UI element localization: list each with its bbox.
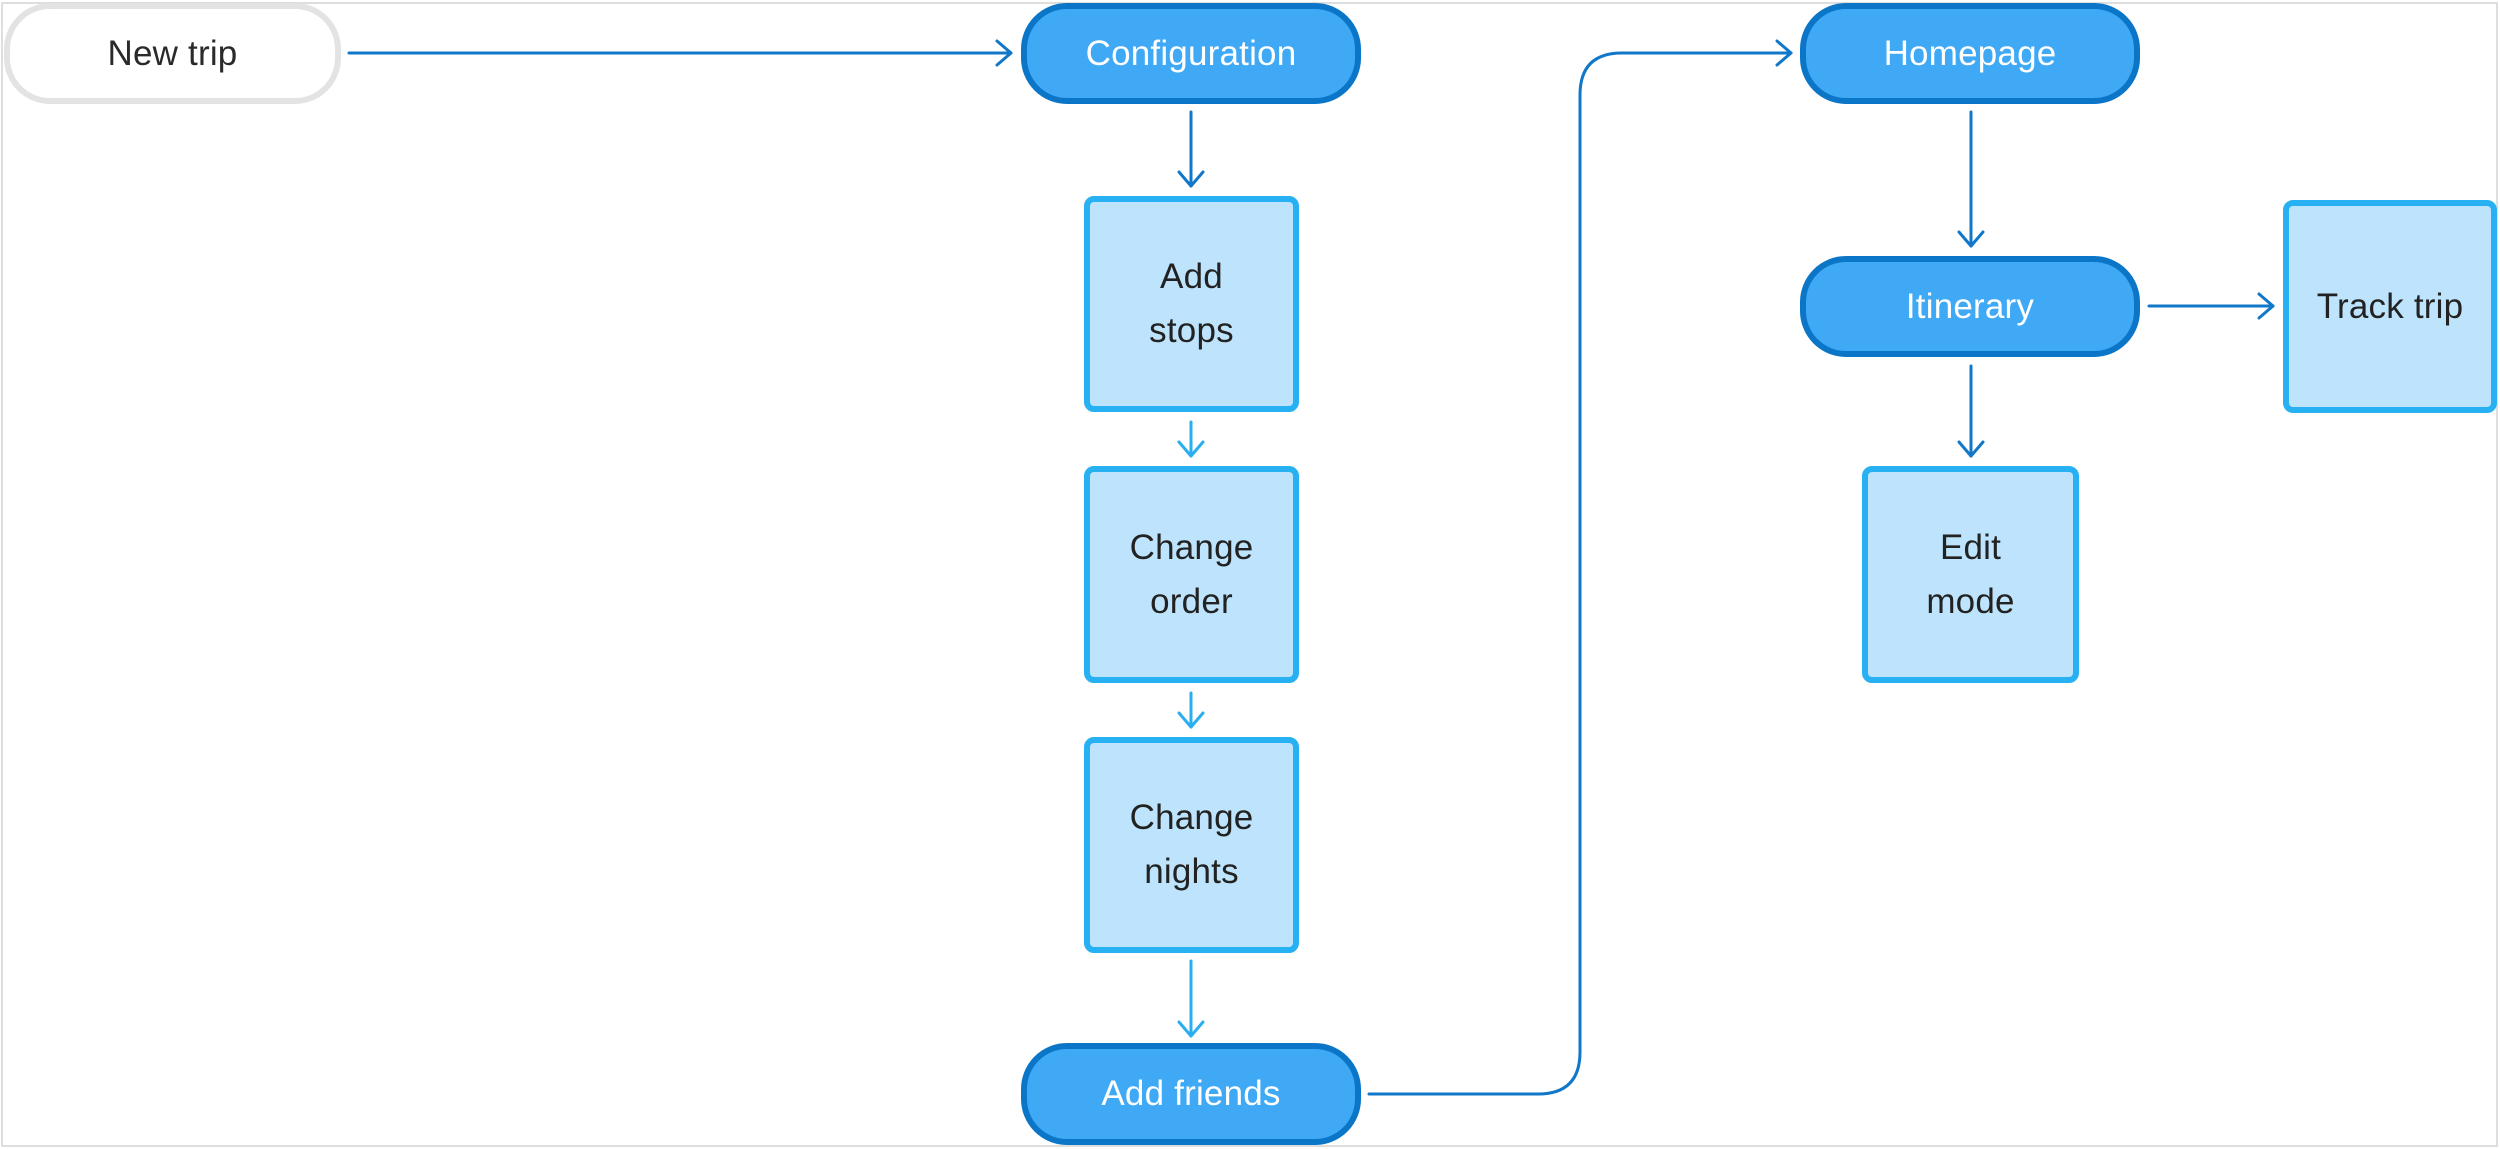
node-track-trip[interactable]: Track trip bbox=[2283, 200, 2497, 413]
edge-change-order-to-change-nights bbox=[1177, 691, 1205, 729]
edge-homepage-to-itinerary bbox=[1957, 110, 1985, 248]
node-track-trip-label: Track trip bbox=[2316, 286, 2464, 326]
node-homepage-label: Homepage bbox=[1883, 33, 2057, 73]
edge-add-friends-to-homepage bbox=[1367, 39, 1793, 1096]
node-add-friends[interactable]: Add friends bbox=[1021, 1043, 1361, 1145]
node-edit-mode-label: Edit mode bbox=[1926, 527, 2015, 621]
node-homepage[interactable]: Homepage bbox=[1800, 3, 2140, 104]
node-itinerary-label: Itinerary bbox=[1905, 286, 2035, 326]
edge-add-stops-to-change-order bbox=[1177, 420, 1205, 458]
edge-configuration-to-add-stops bbox=[1177, 110, 1205, 188]
node-configuration[interactable]: Configuration bbox=[1021, 3, 1361, 104]
node-change-nights[interactable]: Change nights bbox=[1084, 737, 1299, 953]
node-configuration-label: Configuration bbox=[1085, 33, 1297, 73]
node-change-order-label: Change order bbox=[1129, 527, 1254, 621]
node-add-friends-label: Add friends bbox=[1101, 1074, 1281, 1113]
edge-itinerary-to-edit-mode bbox=[1957, 364, 1985, 458]
node-new-trip-label: New trip bbox=[107, 33, 238, 73]
edge-itinerary-to-track-trip bbox=[2147, 292, 2275, 320]
node-itinerary[interactable]: Itinerary bbox=[1800, 256, 2140, 357]
node-change-order[interactable]: Change order bbox=[1084, 466, 1299, 683]
node-change-nights-label: Change nights bbox=[1129, 798, 1254, 891]
node-new-trip[interactable]: New trip bbox=[4, 3, 341, 104]
edge-new-trip-to-configuration bbox=[347, 39, 1013, 67]
node-add-stops-label: Add stops bbox=[1149, 257, 1234, 350]
node-edit-mode[interactable]: Edit mode bbox=[1862, 466, 2079, 683]
node-add-stops[interactable]: Add stops bbox=[1084, 196, 1299, 412]
edge-change-nights-to-add-friends bbox=[1177, 959, 1205, 1038]
